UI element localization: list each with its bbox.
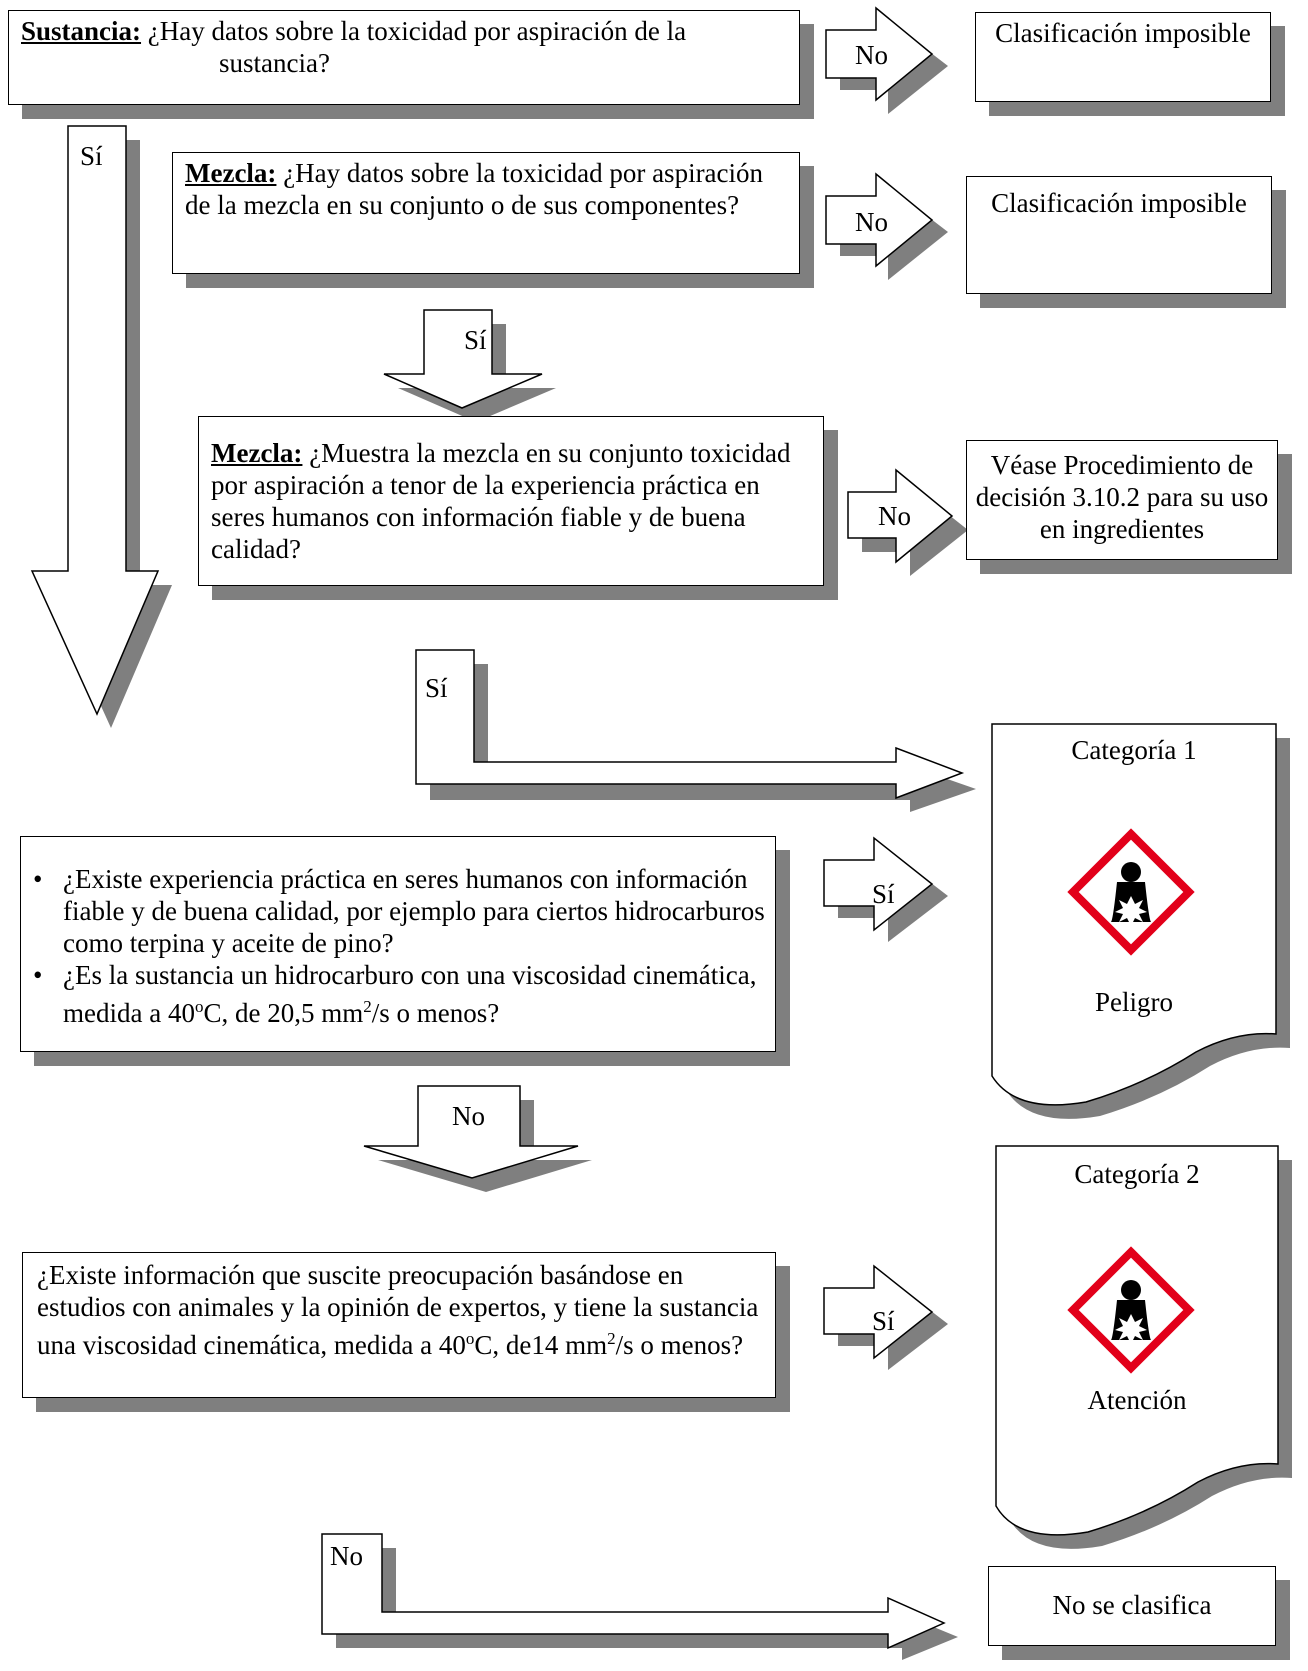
mezcla2-outcome-box: Véase Procedimiento de decisión 3.10.2 p… bbox=[966, 440, 1278, 560]
criteria1-box: ¿Existe experiencia práctica en seres hu… bbox=[20, 836, 776, 1052]
mezcla1-question-box: Mezcla: ¿Hay datos sobre la toxicidad po… bbox=[172, 152, 800, 274]
criteria2-yes-arrow bbox=[823, 1264, 948, 1370]
sustancia-question: ¿Hay datos sobre la toxicidad por aspira… bbox=[141, 16, 687, 46]
category1-title: Categoría 1 bbox=[1071, 735, 1197, 765]
criteria1-yes-arrow bbox=[823, 836, 948, 942]
final-outcome-box: No se clasifica bbox=[988, 1566, 1276, 1646]
mezcla2-outcome: Véase Procedimiento de decisión 3.10.2 p… bbox=[975, 450, 1269, 544]
sustancia-outcome: Clasificación imposible bbox=[995, 18, 1251, 48]
final-outcome: No se clasifica bbox=[1052, 1590, 1212, 1620]
mezcla1-no-arrow bbox=[825, 172, 948, 280]
criteria2-box: ¿Existe información que suscite preocupa… bbox=[22, 1252, 776, 1398]
sustancia-question-line2: sustancia? bbox=[219, 48, 330, 78]
category2-title: Categoría 2 bbox=[1074, 1159, 1200, 1189]
criteria1-no-arrow bbox=[363, 1085, 592, 1192]
mezcla2-no-label: No bbox=[878, 501, 911, 531]
mezcla2-question-box: Mezcla: ¿Muestra la mezcla en su conjunt… bbox=[198, 416, 824, 586]
sustancia-yes-arrow bbox=[30, 125, 172, 728]
criteria1-bullet2: ¿Es la sustancia un hidrocarburo con una… bbox=[33, 959, 765, 1029]
mezcla1-no-label: No bbox=[855, 207, 888, 237]
mezcla1-outcome-box: Clasificación imposible bbox=[966, 176, 1272, 294]
mezcla1-question: ¿Hay datos sobre la toxicidad por aspira… bbox=[185, 158, 764, 220]
criteria2-text: ¿Existe información que suscite preocupa… bbox=[37, 1260, 759, 1360]
sustancia-yes-label: Sí bbox=[80, 141, 103, 171]
sustancia-outcome-box: Clasificación imposible bbox=[975, 12, 1271, 102]
criteria1-bullet1: ¿Existe experiencia práctica en seres hu… bbox=[33, 863, 765, 959]
mezcla2-label: Mezcla: bbox=[211, 438, 303, 468]
mezcla1-label: Mezcla: bbox=[185, 158, 277, 188]
sustancia-question-box: Sustancia: ¿Hay datos sobre la toxicidad… bbox=[8, 10, 800, 105]
category2-signal: Atención bbox=[1087, 1385, 1187, 1415]
mezcla1-outcome: Clasificación imposible bbox=[991, 188, 1247, 218]
criteria2-no-arrow bbox=[321, 1533, 958, 1660]
mezcla1-yes-label: Sí bbox=[464, 325, 487, 355]
criteria2-no-label: No bbox=[330, 1541, 363, 1571]
criteria1-yes-label: Sí bbox=[872, 879, 895, 909]
criteria1-no-label: No bbox=[452, 1101, 485, 1131]
sustancia-no-arrow bbox=[825, 6, 948, 114]
criteria2-yes-label: Sí bbox=[872, 1306, 895, 1336]
mezcla2-no-arrow bbox=[847, 468, 968, 576]
category1-signal: Peligro bbox=[1095, 987, 1173, 1017]
mezcla2-yes-label: Sí bbox=[425, 673, 448, 703]
sustancia-no-label: No bbox=[855, 40, 888, 70]
mezcla1-yes-arrow bbox=[383, 309, 556, 422]
mezcla2-yes-arrow bbox=[415, 649, 976, 812]
sustancia-label: Sustancia: bbox=[21, 16, 142, 46]
mezcla2-question: ¿Muestra la mezcla en su conjunto toxici… bbox=[211, 438, 791, 564]
